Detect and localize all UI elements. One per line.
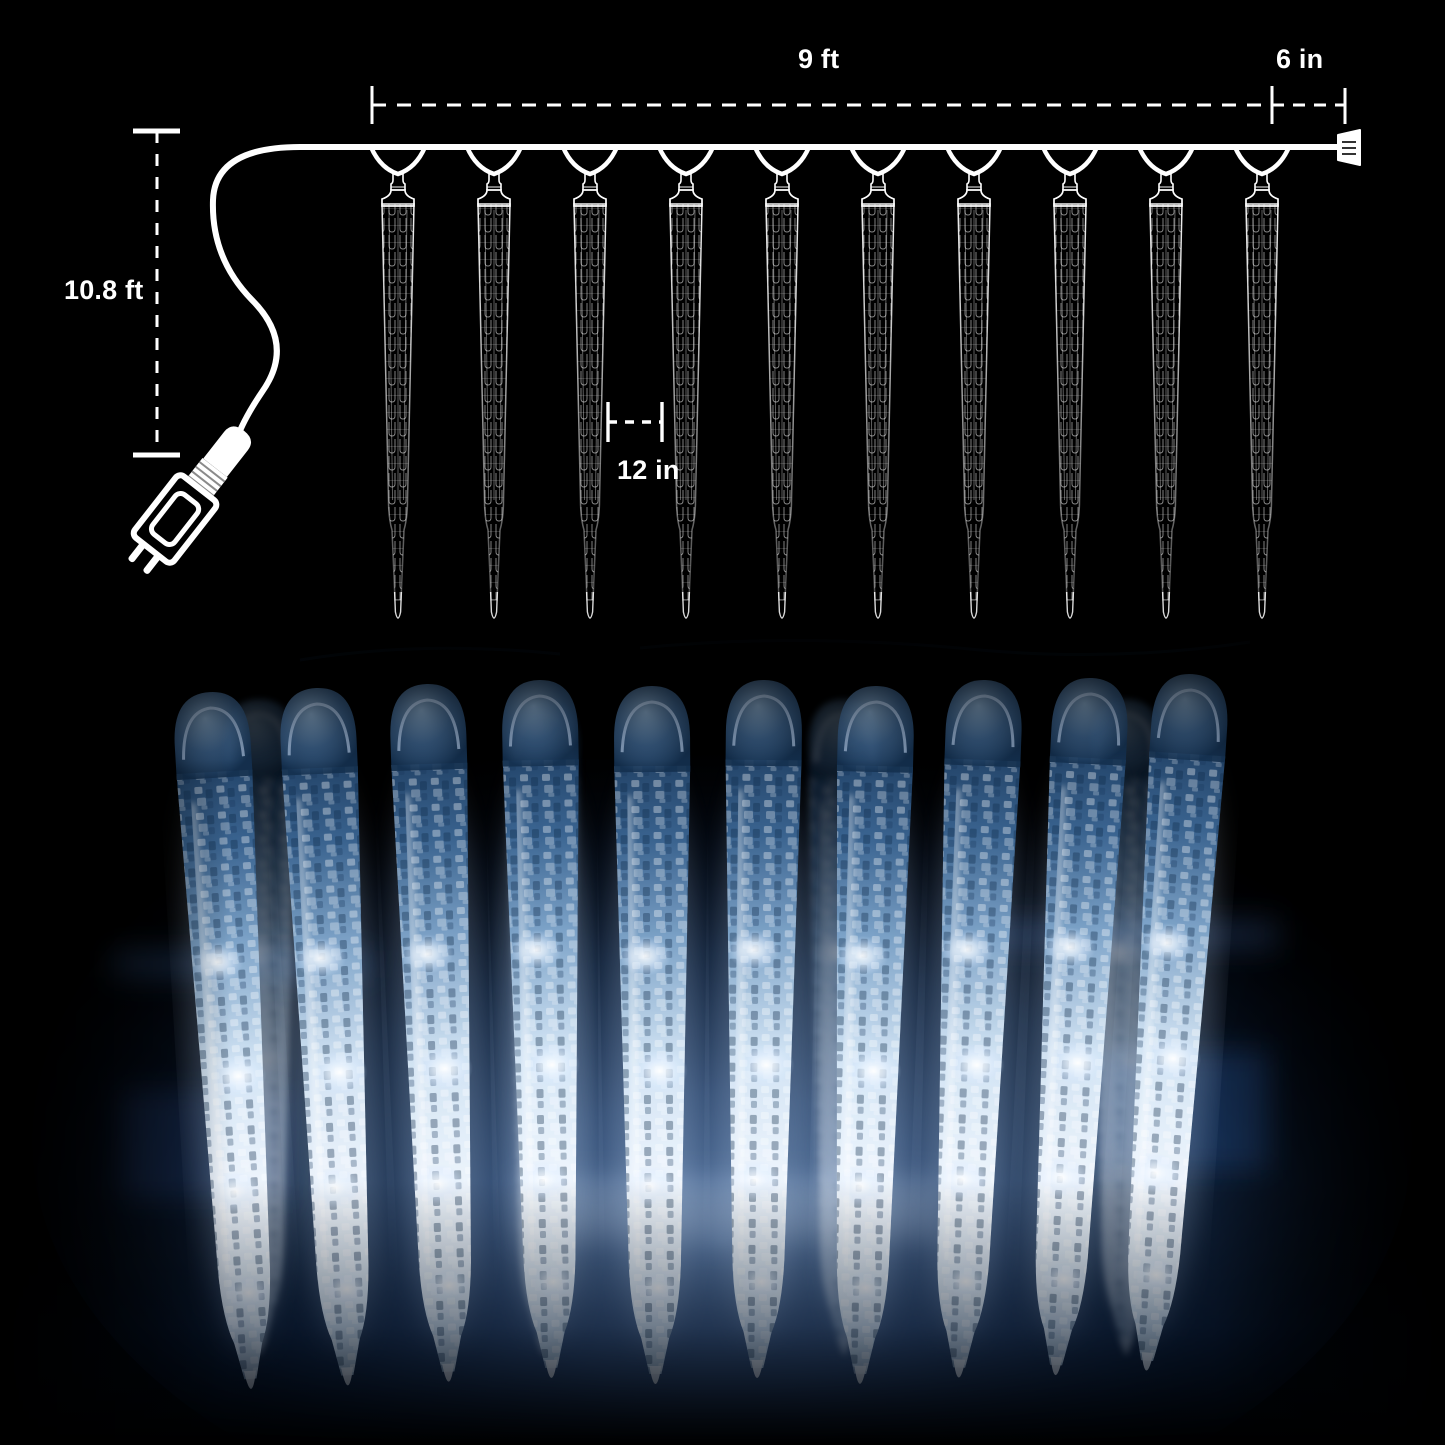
photo-svg <box>0 620 1445 1445</box>
dimension-label-tail-length: 6 in <box>1276 44 1324 74</box>
dimension-9ft <box>370 86 1274 124</box>
icicle-tube <box>1245 171 1279 619</box>
dimension-12in <box>606 402 664 442</box>
icicle-tube <box>573 171 607 619</box>
icicle-tube <box>669 171 703 619</box>
dimension-diagram: 9 ft 6 in 10.8 ft 12 in <box>0 0 1445 620</box>
dimension-label-lead-length: 10.8 ft <box>64 275 144 305</box>
drop-wires <box>368 146 1292 177</box>
icicle-tube <box>765 171 799 619</box>
icicle-tube-row <box>381 171 1279 619</box>
dimension-10-8ft <box>133 128 180 458</box>
dimension-label-drop-spacing: 12 in <box>617 455 680 485</box>
icicle-tube <box>957 171 991 619</box>
connector-icon <box>1337 129 1361 166</box>
dimension-6in <box>1270 86 1347 124</box>
dimension-label-total-length: 9 ft <box>798 44 840 74</box>
icicle-tube <box>861 171 895 619</box>
icicle-tube <box>1149 171 1183 619</box>
icicle-tube <box>381 171 415 619</box>
icicle-tube <box>1053 171 1087 619</box>
icicle-tube <box>477 171 511 619</box>
product-photo <box>0 620 1445 1445</box>
wire <box>209 144 1341 444</box>
plug-icon <box>128 426 252 574</box>
diagram-svg <box>128 86 1361 619</box>
